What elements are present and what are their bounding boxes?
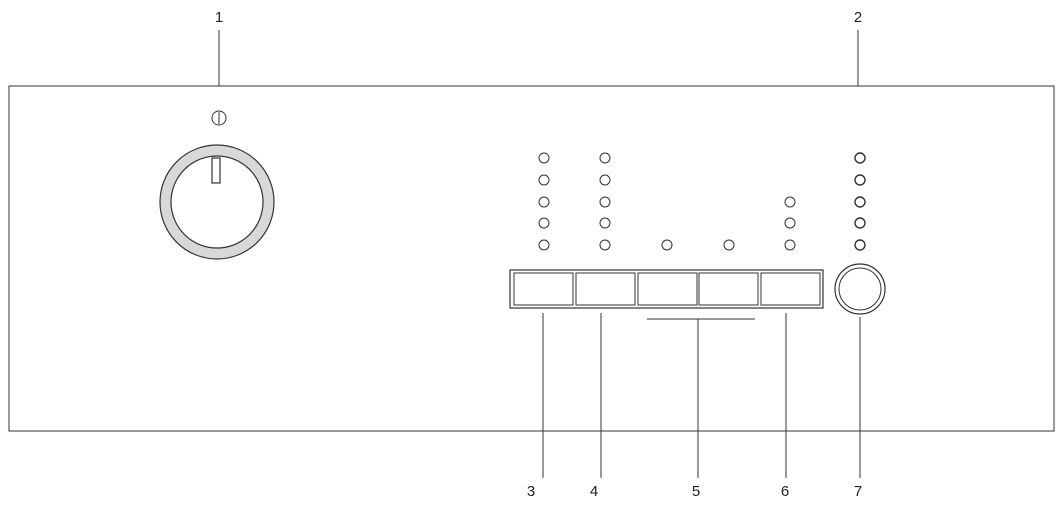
callout-6: 6: [781, 483, 789, 500]
indicator-light: [784, 217, 796, 229]
indicator-light: [854, 217, 866, 229]
indicator-light: [854, 174, 866, 186]
power-symbol-icon: [211, 110, 227, 126]
knob-indicator: [211, 157, 221, 184]
button-5[interactable]: [760, 272, 821, 306]
indicator-light: [599, 152, 611, 164]
callout-4: 4: [590, 483, 598, 500]
button-3[interactable]: [637, 272, 698, 306]
callout-3: 3: [527, 483, 535, 500]
rotary-knob[interactable]: [159, 144, 275, 260]
indicator-light: [784, 239, 796, 251]
callout-5: 5: [692, 483, 700, 500]
panel-outline: [8, 85, 1055, 432]
indicator-light: [854, 152, 866, 164]
indicator-lights-column-5: [784, 196, 796, 251]
indicator-light: [538, 196, 550, 208]
indicator-light: [599, 217, 611, 229]
round-button[interactable]: [834, 263, 886, 315]
button-4[interactable]: [698, 272, 759, 306]
callout-2: 2: [854, 9, 862, 26]
button-strip: [509, 269, 824, 309]
indicator-light: [538, 152, 550, 164]
indicator-light: [599, 239, 611, 251]
callout-7: 7: [854, 483, 862, 500]
indicator-light: [599, 196, 611, 208]
indicator-light: [854, 239, 866, 251]
indicator-light: [854, 196, 866, 208]
indicator-lights-column-6: [854, 152, 866, 251]
indicator-light: [538, 217, 550, 229]
button-1[interactable]: [513, 272, 574, 306]
indicator-light: [661, 239, 673, 251]
indicator-lights-column-1: [538, 152, 550, 251]
button-2[interactable]: [575, 272, 636, 306]
indicator-light: [723, 239, 735, 251]
callout-1: 1: [215, 9, 223, 26]
indicator-light: [538, 239, 550, 251]
indicator-light: [538, 174, 550, 186]
indicator-light: [599, 174, 611, 186]
indicator-lights-column-2: [599, 152, 611, 251]
indicator-light: [784, 196, 796, 208]
indicator-lights-middle: [661, 239, 735, 251]
